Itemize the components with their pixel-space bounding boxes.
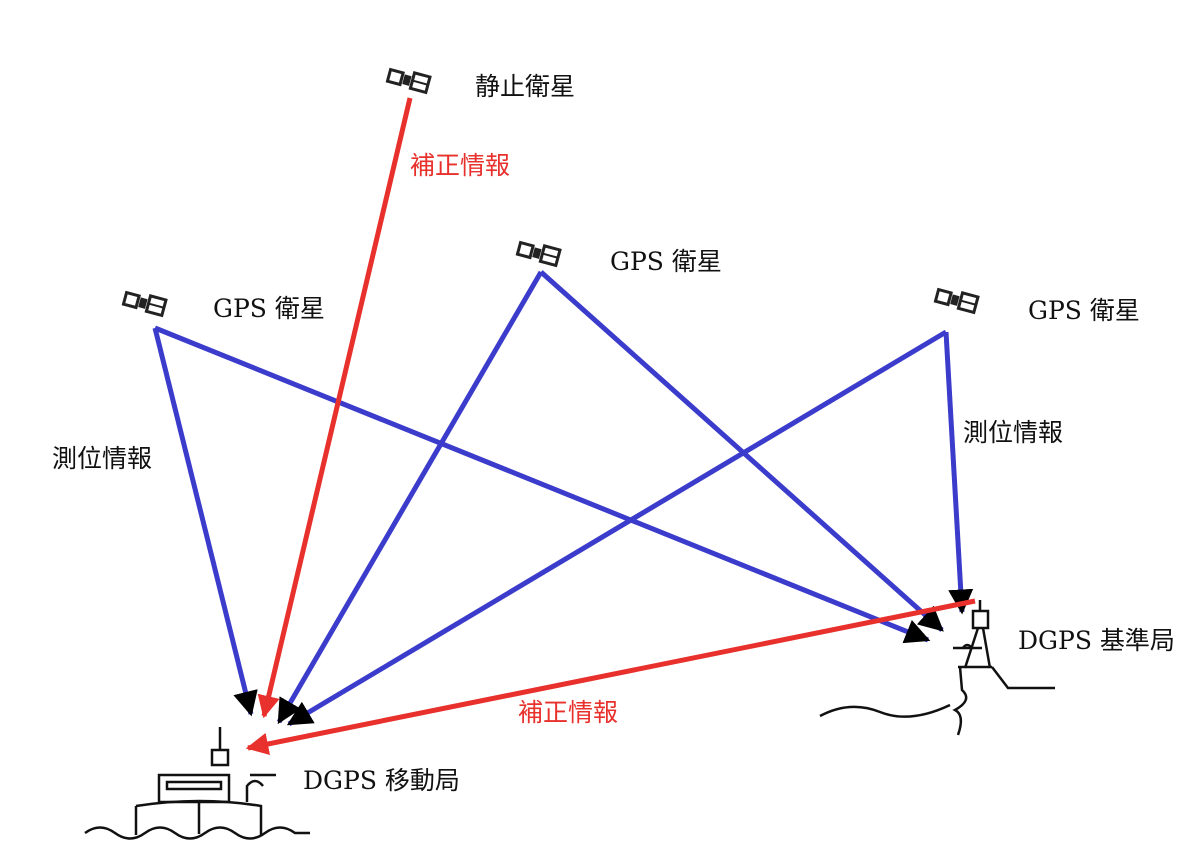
gps-satellite-label-center: GPS 衛星: [610, 247, 722, 276]
reference-station-label: DGPS 基準局: [1018, 626, 1175, 655]
correction-info-label-bottom: 補正情報: [518, 698, 619, 727]
correction-arrow-base: [245, 598, 976, 756]
positioning-arrow: [943, 331, 974, 615]
gps-satellite-icon: [515, 238, 562, 267]
gps-satellite-icon: [933, 285, 980, 314]
mobile-station-label: DGPS 移動局: [303, 766, 460, 795]
positioning-arrow: [286, 329, 948, 727]
positioning-info-label-right: 測位情報: [963, 418, 1064, 447]
gps-satellite-label-left: GPS 衛星: [213, 294, 325, 323]
correction-info-label-top: 補正情報: [410, 151, 511, 180]
positioning-arrow: [539, 270, 944, 632]
geostationary-satellite-icon: [385, 65, 432, 94]
positioning-arrow: [152, 327, 258, 717]
positioning-arrow: [276, 270, 544, 725]
positioning-info-label-left: 測位情報: [52, 444, 153, 473]
ship-icon: [84, 727, 310, 840]
geostationary-satellite-label: 静止衛星: [475, 72, 576, 101]
reference-station-icon: [819, 600, 1055, 736]
gps-satellite-label-right: GPS 衛星: [1028, 296, 1140, 325]
correction-arrow-geo: [257, 97, 413, 719]
gps-satellite-icon: [121, 288, 168, 317]
positioning-arrow: [154, 325, 931, 644]
